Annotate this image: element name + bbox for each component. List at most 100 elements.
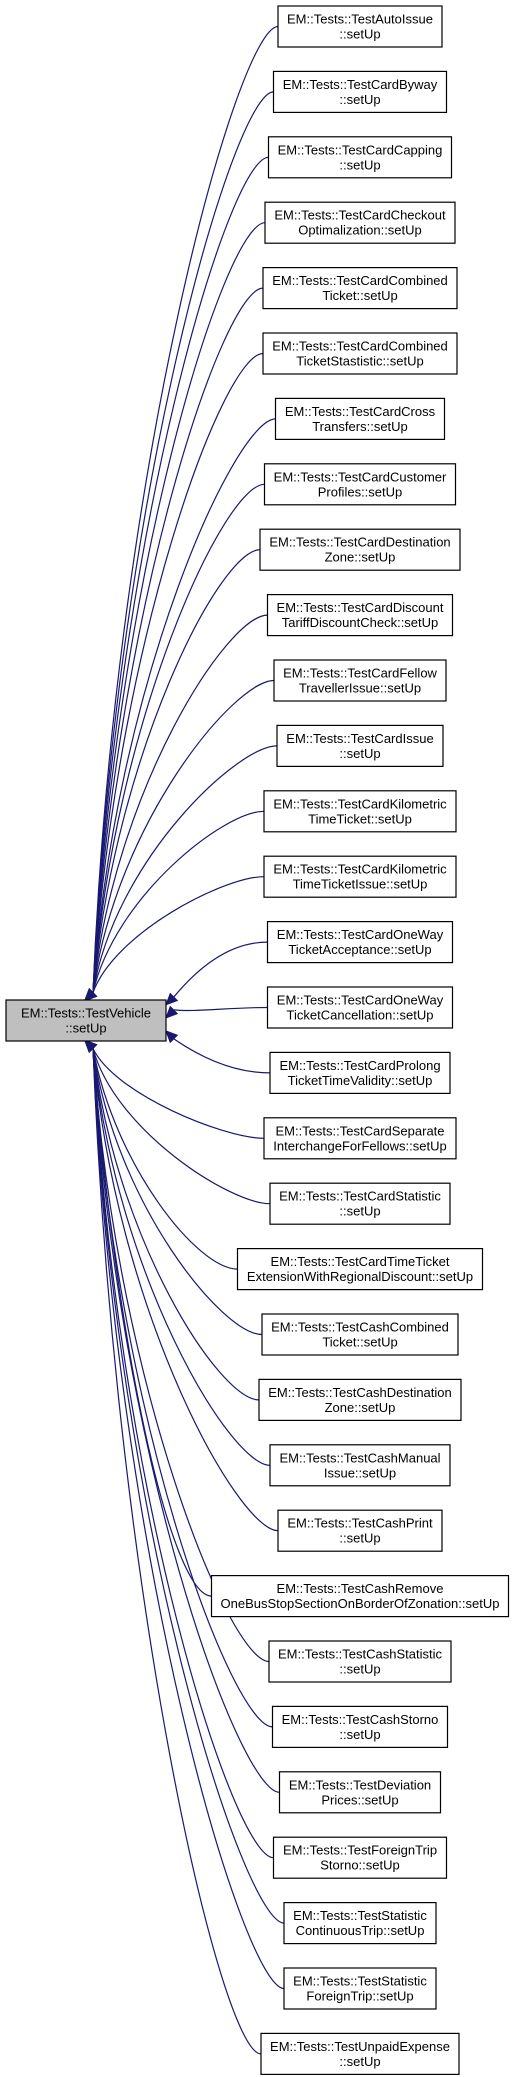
node-child-box (266, 593, 454, 637)
node-child[interactable]: EM::Tests::TestStatisticForeignTrip::set… (283, 1967, 437, 2010)
node-root[interactable]: EM::Tests::TestVehicle::setUp (5, 999, 167, 1042)
node-child-label-line: Zone::setUp (325, 1400, 396, 1415)
node-child-label-line: EM::Tests::TestCashDestination (268, 1385, 452, 1400)
call-edge (92, 1048, 265, 1139)
arrowhead-icon (84, 988, 98, 1002)
node-child-label-line: EM::Tests::TestCashStatistic (278, 1647, 442, 1662)
node-child-box (273, 659, 447, 702)
call-edge (92, 1048, 285, 1924)
node-child-label-line: EM::Tests::TestUnpaidExpense (270, 2039, 450, 2054)
call-edge (92, 222, 266, 993)
node-child-box (276, 724, 444, 768)
node-child[interactable]: EM::Tests::TestCardIssue::setUp (276, 724, 444, 768)
node-child-box (283, 1901, 437, 1945)
call-edge (92, 91, 274, 993)
node-child[interactable]: EM::Tests::TestCardKilometricTimeTicketI… (263, 855, 457, 898)
call-edge (92, 287, 264, 993)
node-child[interactable]: EM::Tests::TestCashDestinationZone::setU… (258, 1378, 462, 1422)
node-child[interactable]: EM::Tests::TestCardCapping::setUp (267, 136, 453, 179)
node-child-label-line: TicketAcceptance::setUp (288, 942, 431, 957)
node-child[interactable]: EM::Tests::TestCardSeparateInterchangeFo… (263, 1117, 457, 1160)
node-child-label-line: EM::Tests::TestCardCross (285, 404, 436, 419)
node-child[interactable]: EM::Tests::TestCardTimeTicketExtensionWi… (236, 1247, 484, 1291)
node-child[interactable]: EM::Tests::TestCardFellowTravellerIssue:… (273, 659, 447, 702)
call-edge (173, 1006, 268, 1012)
node-child-label-line: EM::Tests::TestCardOneWay (277, 993, 444, 1008)
node-child-label-line: EM::Tests::TestForeignTrip (283, 1843, 437, 1858)
call-edge (92, 1048, 273, 1728)
node-child-box (236, 1247, 484, 1291)
node-child-box (268, 1640, 452, 1683)
node-child[interactable]: EM::Tests::TestCashRemoveOneBusStopSecti… (210, 1574, 510, 1618)
node-child[interactable]: EM::Tests::TestStatisticContinuousTrip::… (283, 1901, 437, 1945)
node-child[interactable]: EM::Tests::TestCardKilometricTimeTicket:… (263, 790, 457, 833)
node-child-label-line: EM::Tests::TestCardCombined (272, 273, 448, 288)
node-child-label-line: EM::Tests::TestCardDestination (269, 535, 450, 550)
node-child[interactable]: EM::Tests::TestCashStatistic::setUp (268, 1640, 452, 1683)
node-child-label-line: TicketCancellation::setUp (287, 1008, 434, 1023)
node-child-box (269, 1051, 451, 1095)
node-child-box (274, 397, 446, 440)
call-edge (92, 1048, 271, 1205)
node-child-box (266, 920, 454, 964)
arrowhead-icon (165, 1030, 179, 1044)
call-edge (92, 1048, 285, 1990)
node-child-label-line: TicketTimeValidity::setUp (288, 1073, 433, 1088)
node-child[interactable]: EM::Tests::TestCashPrint::setUp (277, 1509, 443, 1552)
node-child-box (262, 332, 458, 375)
node-child-label-line: EM::Tests::TestStatistic (293, 1974, 427, 1989)
node-child[interactable]: EM::Tests::TestCardProlongTicketTimeVali… (269, 1051, 451, 1095)
node-child-label-line: EM::Tests::TestAutoIssue (287, 12, 433, 27)
node-child[interactable]: EM::Tests::TestAutoIssue::setUp (277, 5, 443, 48)
node-child-label-line: EM::Tests::TestCardKilometric (273, 862, 447, 877)
call-edge (92, 1048, 280, 1793)
node-child-box (261, 1313, 459, 1356)
node-child-label-line: EM::Tests::TestCardKilometric (273, 796, 447, 811)
node-child-label-line: Profiles::setUp (318, 484, 403, 499)
node-child[interactable]: EM::Tests::TestCardOneWayTicketCancellat… (266, 986, 454, 1029)
node-child-label-line: EM::Tests::TestCardStatistic (279, 1189, 441, 1204)
call-edge (92, 1048, 279, 1532)
node-child-label-line: InterchangeForFellows::setUp (273, 1138, 446, 1153)
node-child-label-line: EM::Tests::TestDeviation (289, 1777, 431, 1792)
node-child-box (277, 5, 443, 48)
call-edge (92, 25, 279, 993)
graph-nodes: EM::Tests::TestVehicle::setUpEM::Tests::… (5, 5, 510, 2076)
node-child-box (267, 136, 453, 179)
node-child[interactable]: EM::Tests::TestCardCustomerProfiles::set… (263, 463, 457, 506)
node-child[interactable]: EM::Tests::TestCashStorno::setUp (271, 1705, 449, 1749)
node-child-label-line: EM::Tests::TestCashRemove (277, 1581, 444, 1596)
node-child-box (263, 1117, 457, 1160)
node-child[interactable]: EM::Tests::TestCardByway::setUp (272, 70, 448, 114)
node-child-box (263, 855, 457, 898)
node-child-label-line: Issue::setUp (324, 1465, 396, 1480)
node-child-label-line: ContinuousTrip::setUp (296, 1923, 425, 1938)
node-child[interactable]: EM::Tests::TestCardStatistic::setUp (269, 1182, 451, 1225)
node-child-label-line: EM::Tests::TestCashStorno (282, 1712, 439, 1727)
node-child-label-line: TimeTicket::setUp (308, 811, 412, 826)
arrowhead-icon (84, 1039, 98, 1053)
node-child-box (266, 986, 454, 1029)
call-edge (92, 679, 275, 993)
node-child[interactable]: EM::Tests::TestUnpaidExpense::setUp (260, 2032, 460, 2076)
node-child[interactable]: EM::Tests::TestCardDiscountTariffDiscoun… (266, 593, 454, 637)
node-child-label-line: Ticket::setUp (322, 288, 397, 303)
call-edge (173, 1038, 271, 1074)
node-child[interactable]: EM::Tests::TestCardCheckoutOptimalizatio… (264, 201, 456, 244)
call-edge (92, 876, 265, 993)
node-child-box (269, 1444, 451, 1487)
node-child-label-line: EM::Tests::TestCardCombined (272, 339, 448, 354)
call-edge (92, 418, 276, 993)
node-child-label-line: EM::Tests::TestCashCombined (271, 1320, 449, 1335)
node-child[interactable]: EM::Tests::TestCardCombinedTicketStastis… (262, 332, 458, 375)
node-child-box (269, 1182, 451, 1225)
call-edge (92, 1048, 263, 1336)
node-child[interactable]: EM::Tests::TestCardDestinationZone::setU… (259, 528, 461, 571)
node-child[interactable]: EM::Tests::TestCardOneWayTicketAcceptanc… (266, 920, 454, 964)
